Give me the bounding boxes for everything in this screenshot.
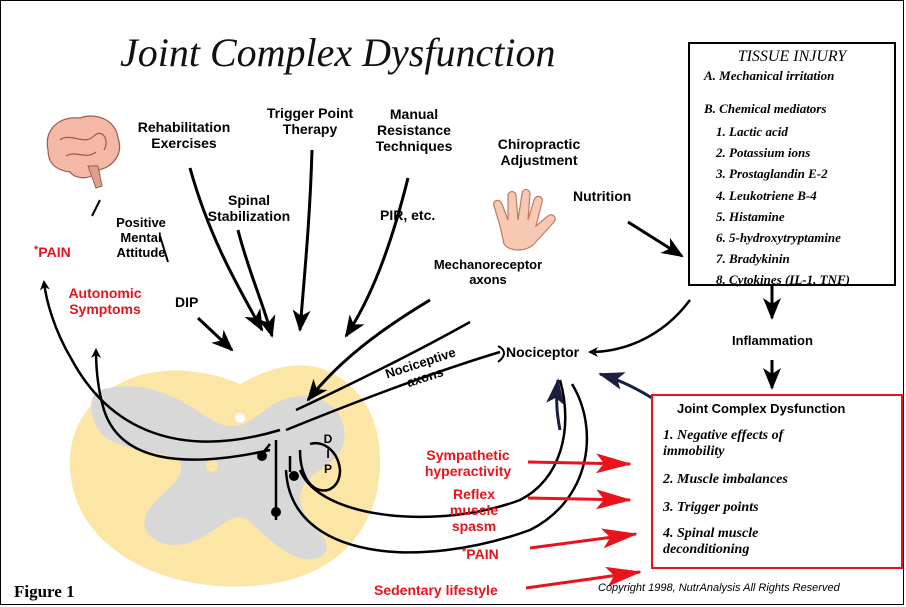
mediator-list: 1. Lactic acid 2. Potassium ions 3. Pros… [716,121,850,291]
nociceptor-arrows [557,374,652,430]
arrow-reflex [528,498,630,500]
arrow-nutrition [628,222,682,256]
jcd-box: Joint Complex Dysfunction 1. Negative ef… [651,394,903,569]
arrow-pain [530,534,636,548]
label-pir: PIR, etc. [380,207,435,223]
label-pain-bottom: *PAIN [462,546,499,562]
mechanical-irritation: A. Mechanical irritation [704,69,834,84]
label-manual: Manual Resistance Techniques [364,106,464,154]
label-reflex: Reflex muscle spasm [434,486,514,534]
tissue-to-nociceptor [590,300,690,352]
jcd-item-1: 1. Negative effects of immobility [663,428,813,460]
arrow-manual [346,178,408,336]
label-nociceptor: Nociceptor [506,344,579,360]
figure-label: Figure 1 [14,582,75,602]
list-item: 6. 5-hydroxytryptamine [716,227,850,248]
jcd-item-4: 4. Spinal muscle deconditioning [663,526,813,558]
copyright-notice: Copyright 1998, NutrAnalysis All Rights … [598,582,840,595]
jcd-item-3: 3. Trigger points [663,500,759,516]
label-inflammation: Inflammation [732,334,813,349]
list-item: 8. Cytokines (IL-1, TNF) [716,269,850,290]
arrow-dip [198,318,232,350]
jcd-box-heading: Joint Complex Dysfunction [677,402,845,417]
hand-icon [494,190,556,251]
label-mechano: Mechanoreceptor axons [428,258,548,288]
nociceptor-fork [498,346,504,362]
list-item: 4. Leukotriene B-4 [716,185,850,206]
list-item: 3. Prostaglandin E-2 [716,163,850,184]
brain-icon [47,116,119,188]
tissue-injury-heading: TISSUE INJURY [690,48,894,66]
label-pain-top: *PAIN [34,244,71,260]
list-item: 5. Histamine [716,206,850,227]
arrow-trigger [300,150,312,330]
label-spinal: Spinal Stabilization [206,192,292,224]
label-trigger: Trigger Point Therapy [262,105,358,137]
chemical-mediators: B. Chemical mediators [704,102,826,117]
list-item: 1. Lactic acid [716,121,850,142]
label-autonomic: Autonomic Symptoms [60,285,150,317]
label-sedentary: Sedentary lifestyle [374,582,498,598]
label-nutrition: Nutrition [573,188,631,204]
arrow-sympathetic [528,462,630,464]
list-item: 2. Potassium ions [716,142,850,163]
jcd-item-2: 2. Muscle imbalances [663,472,788,488]
label-sympathetic: Sympathetic hyperactivity [414,447,522,479]
label-chiro: Chiropractic Adjustment [484,136,594,168]
label-rehab: Rehabilitation Exercises [136,119,232,151]
list-item: 7. Bradykinin [716,248,850,269]
label-dip: DIP [175,294,198,310]
tissue-injury-box: TISSUE INJURY A. Mechanical irritation B… [688,42,896,286]
label-positive: Positive Mental Attitude [96,216,186,261]
main-title: Joint Complex Dysfunction [120,30,555,76]
